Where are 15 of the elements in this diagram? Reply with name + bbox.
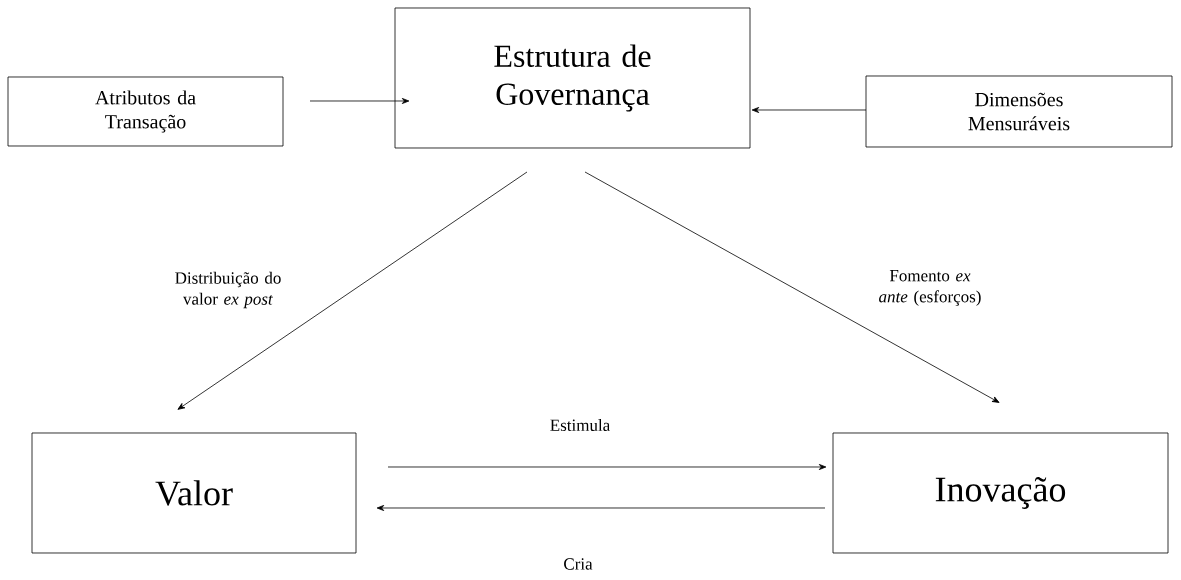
arrow xyxy=(584,171,1000,403)
edge-label: Estimula xyxy=(550,419,610,431)
edge-label: Cria xyxy=(564,558,593,570)
process-box: Atributos da Transação xyxy=(7,76,284,147)
arrow xyxy=(387,464,827,470)
arrow xyxy=(751,107,867,113)
arrow xyxy=(177,171,528,410)
process-box: Dimensões Mensuráveis xyxy=(865,75,1173,148)
edge-label: Fomento ex ante (esforços) xyxy=(879,270,981,306)
arrow xyxy=(376,505,826,511)
process-box: Inovação xyxy=(832,432,1169,554)
arrow xyxy=(309,98,410,104)
process-box: Valor xyxy=(31,432,357,554)
edge-label: Distribuição do valor ex post xyxy=(175,271,281,309)
process-box: Estrutura de Governança xyxy=(394,7,751,149)
